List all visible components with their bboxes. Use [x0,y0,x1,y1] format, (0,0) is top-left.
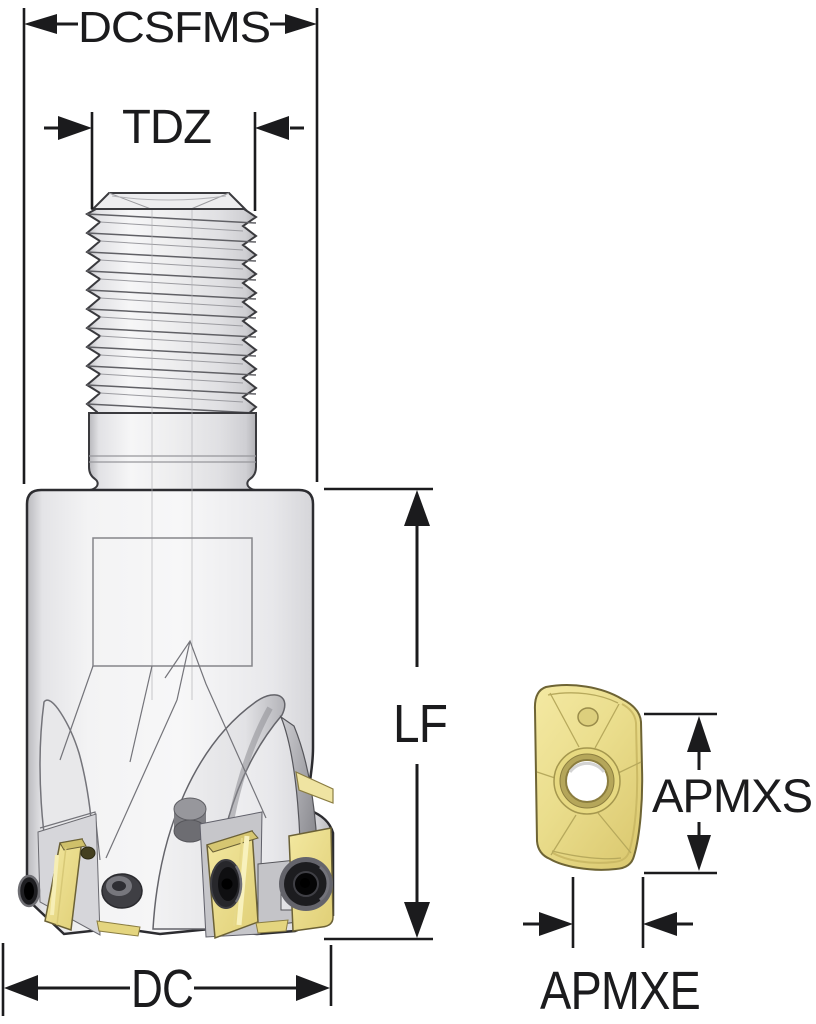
left-insert [44,838,96,932]
thread-crest-lines [86,213,257,414]
left-insert-screw [80,846,96,860]
neck-groove-lines [89,455,256,463]
end-mill-drawing [17,192,335,940]
insert-hole-inner-shade [568,761,606,773]
dc-label: DC [131,959,193,1019]
apmxe-arrow-left-icon [539,912,573,936]
dcsfms-label: DCSFMS [78,3,270,52]
boss-top [173,797,207,821]
apmxe-arrow-right-icon [643,912,677,936]
left-insert-facet [56,846,67,926]
dim-dcsfms: DCSFMS [22,3,319,484]
dim-dc: DC [1,943,333,1019]
dim-apmxs: APMXS [644,712,813,875]
right-insert [279,827,334,932]
tdz-arrow-right-icon [255,116,289,140]
insert-drawing [533,684,644,871]
insert-dimple [577,707,599,727]
dim-lf: LF [324,487,448,941]
left-insert-highlight [50,854,59,916]
chamfer-top-arc [111,195,227,201]
lf-arrow-down-icon [404,902,430,938]
dcsfms-arrow-left-icon [24,14,57,34]
lf-arrow-up-icon [404,490,430,526]
apmxe-label: APMXE [540,961,700,1021]
topright-insert-sliver [295,770,334,804]
lf-label: LF [393,694,447,754]
body-turn-lines [151,210,193,700]
tdz-label: TDZ [122,101,211,154]
chamfer-facet-lines [108,192,230,210]
mounted-inserts [17,770,334,940]
tdz-arrow-left-icon [58,116,92,140]
dim-tdz: TDZ [44,101,304,211]
center-screw-ring-highlight [234,865,243,903]
right-screw-ring-highlight [318,865,330,902]
apmxs-arrow-down-icon [687,835,711,871]
neck-silhouette [88,412,257,491]
front-screw [101,873,143,909]
right-screw-torx [300,878,310,888]
center-screw-torx [221,878,233,890]
chamfer-screw-center [24,882,34,900]
front-screw-socket [112,881,126,891]
dc-arrow-left-icon [4,975,38,1001]
shank-neck [88,412,257,491]
apmxs-arrow-up-icon [687,716,711,752]
screw-boss [173,797,207,843]
dc-arrow-right-icon [296,975,330,1001]
thread-root-lines [99,221,244,403]
bottom-insert-sliver-right [255,919,289,934]
shank-thread [85,208,258,417]
dim-apmxe: APMXE [523,877,701,1021]
dcsfms-arrow-right-icon [285,14,317,34]
insert-facet-lines [536,692,642,860]
bottom-insert-sliver-left [96,920,141,937]
flute-details [37,639,319,938]
center-insert-highlight [236,835,250,926]
apmxs-label: APMXS [652,769,812,822]
insert-hole [565,759,609,803]
wireframe-lines [39,639,267,861]
center-insert [206,830,259,940]
shank-thread-chamfer [90,192,248,210]
dimensions: DCSFMS TDZ LF DC [1,3,813,1021]
insert-edge-band [552,703,639,864]
